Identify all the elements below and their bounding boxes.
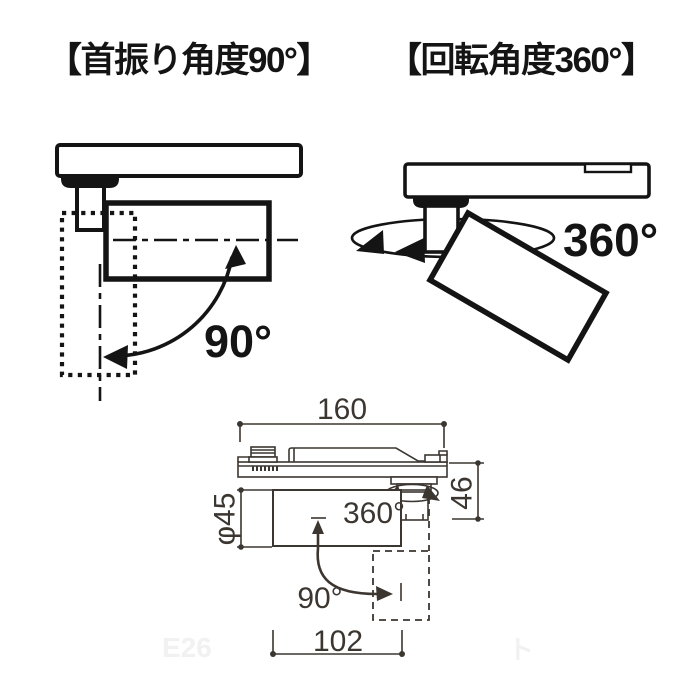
swivel-joint (385, 476, 440, 521)
tilt-arrow-head-right (376, 586, 393, 601)
rotation-symbol-arrow-right (422, 485, 440, 501)
dim-160-label: 160 (317, 393, 367, 426)
swing-angle-title: 【首振り角度90°】 (47, 41, 331, 80)
adapter-knob-base (248, 456, 278, 463)
tilt-arrow-head-up (312, 520, 324, 534)
adapter-top-profile (288, 447, 447, 462)
tilt-angle-label: 90° (297, 582, 342, 615)
rotated-body-dashed (372, 497, 430, 621)
watermark-right: ト (508, 635, 535, 665)
rotation-diagram: 360° (350, 162, 658, 364)
dim-46-dot-bottom (475, 516, 481, 522)
dim-46-dot-top (475, 460, 481, 466)
watermark-left: E26 (162, 632, 212, 663)
tilt-arc: 90° (297, 517, 402, 615)
dim-phi45-dot-top (238, 487, 244, 493)
track-rail (55, 143, 303, 178)
dim-102-dot-left (270, 651, 276, 657)
dim-46: 46 (446, 460, 484, 522)
dim-102-lines (272, 630, 403, 655)
dim-46-label: 46 (446, 476, 479, 509)
adapter-grip-hatch (252, 466, 278, 471)
track-adapter-profile (237, 446, 448, 478)
rotated-body-outline (372, 550, 430, 621)
adapter-right-clip-detail (438, 450, 448, 462)
swing-arrow-head-left (103, 345, 128, 369)
dim-160-dot-left (237, 421, 243, 427)
swivel-plate-top (390, 476, 438, 485)
adapter-knob-stripes (251, 449, 275, 454)
tilt-arc-arrow (316, 530, 378, 596)
dim-160-dot-right (441, 421, 447, 427)
dim-160-line (239, 423, 445, 448)
rotation-angle-title: 【回転角度360°】 (387, 41, 656, 80)
rotation-angle-label: 360° (563, 214, 658, 266)
dimension-diagram: 160 (209, 393, 484, 658)
adapter-knob (250, 446, 276, 458)
lamp-body-rotated-outline (59, 210, 138, 378)
dim-102-label: 102 (313, 625, 363, 658)
swing-arrow-head-up (225, 245, 246, 269)
swing-arc-arrow (115, 256, 234, 358)
dim-102: 102 (270, 625, 405, 658)
swivel-stem (75, 184, 106, 232)
rail-notch (583, 162, 633, 174)
swing-angle-label: 90° (204, 316, 272, 367)
adapter-right-clip (424, 454, 448, 463)
dim-160: 160 (237, 393, 447, 448)
swing-diagram: 90° (55, 143, 303, 401)
swivel-stem-detail (405, 514, 424, 520)
dim-phi45: φ45 (209, 487, 272, 550)
lamp-body-profile (272, 489, 402, 547)
dim-102-dot-right (399, 651, 405, 657)
dim-phi45-label: φ45 (209, 493, 242, 546)
rotation-arrow-head-inner (395, 238, 425, 263)
lamp-body-tilted (426, 209, 610, 364)
dim-phi45-lines (237, 489, 272, 548)
rotation-arrow-head-outer (356, 230, 384, 254)
dim-phi45-dot-bottom (238, 544, 244, 550)
rotation-angle-dim-label: 360° (343, 497, 405, 530)
